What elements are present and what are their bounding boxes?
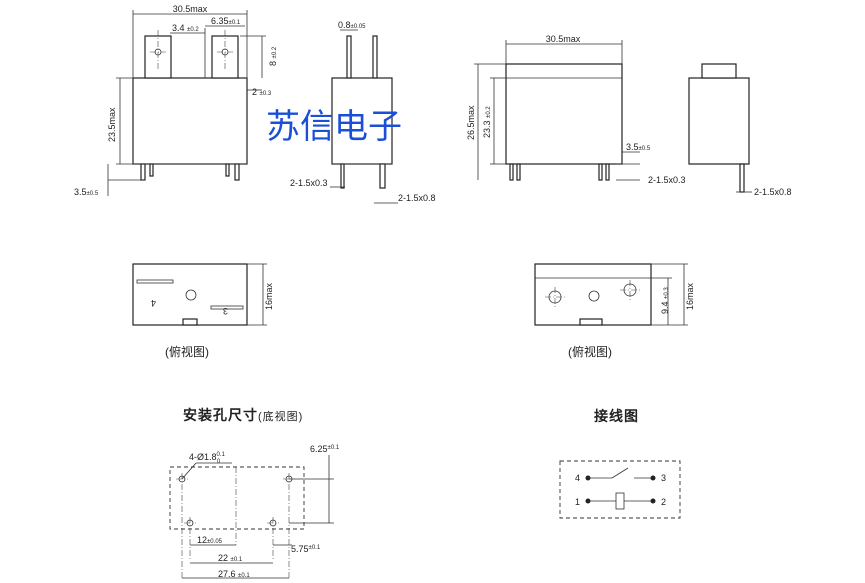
side-tab	[372, 35, 378, 79]
top-right-caption: (俯视图)	[568, 344, 612, 359]
right-side-pin-b-label: 2-1.5x0.8	[754, 187, 792, 197]
right-front-pin	[516, 163, 521, 181]
right-front-view: 30.5max 26.5max 23.3 ±0.2 3.5±0.5 2-1.5x…	[466, 34, 686, 185]
side-pin-b-label: 2-1.5x0.8	[398, 193, 436, 203]
wiring-pin4-label: 4	[575, 473, 580, 483]
top-left-pin-slot-3	[210, 305, 244, 310]
right-front-pin	[605, 163, 610, 181]
right-front-body	[505, 63, 623, 165]
top-left-depth-label: 16max	[264, 282, 274, 310]
wiring-node-3	[650, 475, 656, 481]
top-view-left: 4 3 16max (俯视图)	[132, 263, 274, 359]
wiring-switch	[611, 467, 629, 479]
top-left-pin-slot-4	[136, 279, 174, 284]
front-tab-height-label: 8 ±0.2	[268, 46, 278, 66]
front-relay-body	[132, 77, 248, 165]
front-pin	[234, 163, 240, 181]
right-side-pin	[739, 163, 745, 193]
top-view-right: 9.4 ±0.3 16max (俯视图)	[534, 263, 695, 359]
dim-575-label: 5.75±0.1	[291, 544, 321, 554]
wiring-node-2	[650, 498, 656, 504]
right-side-view: 2-1.5x0.8	[688, 63, 792, 197]
front-pin	[149, 163, 154, 177]
side-tab	[346, 35, 352, 79]
top-right-notch	[579, 318, 603, 326]
top-left-coil-hole	[185, 289, 197, 301]
top-left-body	[132, 263, 248, 326]
right-side-body	[688, 77, 750, 165]
right-front-height2-label: 23.3 ±0.2	[482, 106, 492, 138]
top-right-coil-hole	[588, 290, 600, 302]
front-width-label: 30.5max	[173, 4, 208, 14]
front-pin-length-label: 3.5±0.5	[74, 187, 99, 197]
side-tab-thickness-label: 0.8±0.05	[338, 20, 366, 30]
dim-625-label: 6.25±0.1	[310, 444, 340, 454]
holes-title: 安装孔尺寸(底视图)	[183, 407, 303, 423]
side-relay-body	[331, 77, 393, 165]
front-height-label: 23.5max	[107, 107, 117, 142]
top-left-pin3-label: 3	[223, 306, 228, 316]
wiring-pin2-label: 2	[661, 497, 666, 507]
wiring-pin3-label: 3	[661, 473, 666, 483]
wiring-coil	[615, 492, 625, 510]
front-tab-width-label: 6.35±0.1	[211, 16, 241, 26]
side-pin	[379, 163, 386, 189]
right-front-pin-a-label: 2-1.5x0.3	[648, 175, 686, 185]
dim-12-label: 12±0.05	[197, 535, 223, 545]
front-view: 30.5max 3.4 ±0.2 6.35±0.1 8 ±0.2 2 ±0.3 …	[74, 4, 278, 197]
top-left-notch	[182, 318, 198, 326]
watermark: 苏信电子	[266, 108, 402, 146]
top-left-pin4-label: 4	[151, 298, 156, 308]
wiring-diagram: 接线图 4 3 1 2	[559, 408, 681, 519]
front-tab-gap-label: 2 ±0.3	[252, 87, 272, 97]
top-right-offset-label: 9.4 ±0.3	[660, 287, 670, 314]
right-front-pin	[509, 163, 514, 181]
dim-22-label: 22 ±0.1	[218, 553, 243, 563]
top-right-depth-label: 16max	[685, 282, 695, 310]
right-front-height-label: 26.5max	[466, 105, 476, 140]
front-pin	[225, 163, 230, 177]
wiring-title: 接线图	[594, 408, 639, 424]
right-front-pin	[598, 163, 603, 181]
front-pin	[140, 163, 146, 181]
right-side-top	[701, 63, 737, 79]
right-front-pin-length-label: 3.5±0.5	[626, 142, 651, 152]
side-pin	[340, 163, 345, 189]
dim-276-label: 27.6 ±0.1	[218, 569, 250, 579]
top-left-caption: (俯视图)	[165, 344, 209, 359]
front-pitch-label: 3.4 ±0.2	[172, 23, 199, 33]
wiring-outline	[559, 460, 681, 519]
side-pin-a-label: 2-1.5x0.3	[290, 178, 328, 188]
holes-outline	[169, 466, 305, 530]
side-view: 0.8±0.05 2-1.5x0.3 2-1.5x0.8	[290, 20, 436, 204]
right-front-width-label: 30.5max	[546, 34, 581, 44]
wiring-pin1-label: 1	[575, 497, 580, 507]
